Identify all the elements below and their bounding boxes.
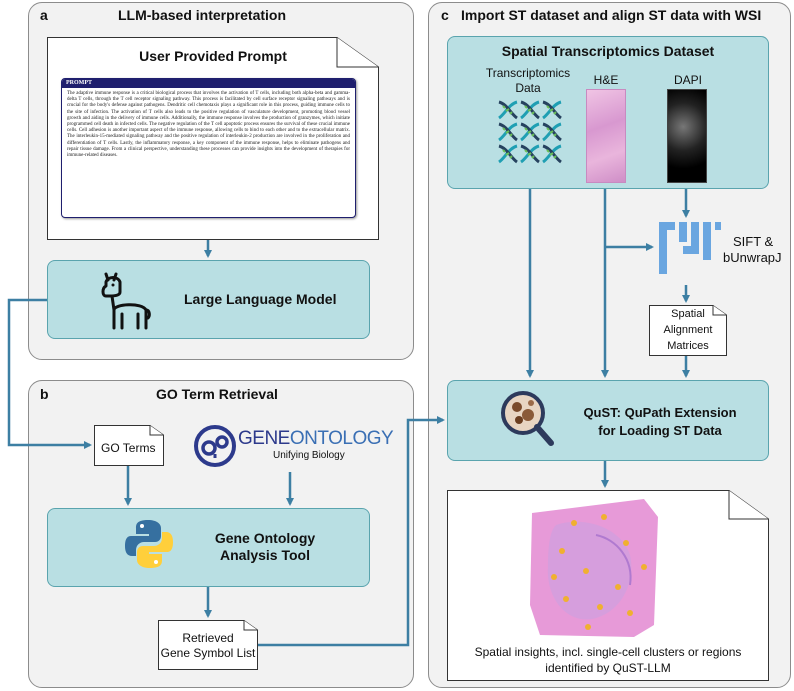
sift-label-2: bUnwrapJ [723,250,782,265]
panel-b-title: GO Term Retrieval [156,386,278,402]
insights-label-2: identified by QuST-LLM [545,661,671,675]
python-logo-icon [125,520,173,568]
magnifier-icon [501,391,554,446]
go-analysis-tool-label-2: Analysis Tool [220,547,310,563]
panel-b-letter: b [40,386,49,402]
arrow-llm-to-go-terms [7,298,92,449]
insights-label-1: Spatial insights, incl. single-cell clus… [474,645,742,659]
transcriptomics-label-1: Transcriptomics [485,66,571,80]
panel-a-letter: a [40,7,48,23]
geneontology-logo-gene: GENE [238,428,290,449]
go-terms-label: GO Terms [101,441,156,455]
prompt-card-text: The adaptive immune response is a critic… [67,91,350,159]
qust-label-1: QuST: QuPath Extension [583,405,737,420]
dapi-label: DAPI [673,73,702,87]
geneontology-logo-text: GENEONTOLOGY [238,428,394,450]
matrices-label-1: Spatial [671,308,705,320]
retrieved-label-2: Gene Symbol List [160,646,256,660]
geneontology-logo-ontology: ONTOLOGY [289,428,394,449]
matrices-label-3: Matrices [667,340,709,352]
panel-a-title: LLM-based interpretation [118,7,287,23]
llama-icon [101,272,151,330]
prompt-card-header: PROMPT [62,79,355,88]
st-dataset-title: Spatial Transcriptomics Dataset [501,43,715,59]
tissue-clusters-image [530,499,658,637]
geneontology-logo-tagline: Unifying Biology [273,450,345,461]
llm-label: Large Language Model [184,291,337,307]
prompt-document-title: User Provided Prompt [139,48,287,64]
he-label: H&E [593,73,619,87]
go-analysis-tool-box [47,508,370,587]
go-terms-document [94,425,164,466]
retrieved-label-1: Retrieved [182,631,234,645]
transcriptomics-label-2: Data [515,81,541,95]
go-analysis-tool-label-1: Gene Ontology [214,530,316,546]
alignment-matrices-document [649,305,727,356]
llm-box [47,260,370,339]
fiji-logo-icon [659,222,721,274]
arrow-gene-list-to-qust [258,416,445,647]
geneontology-logo-icon [194,425,236,467]
retrieved-gene-list-document [158,620,258,670]
matrices-label-2: Alignment [663,324,713,336]
panel-c-letter: c [441,7,449,23]
he-image-thumbnail [586,89,626,183]
dapi-image-thumbnail [667,89,707,183]
qust-label-2: for Loading ST Data [598,423,722,438]
qust-box [447,380,769,461]
prompt-card-header-label: PROMPT [66,80,92,86]
sift-label-1: SIFT & [733,234,774,249]
prompt-card: PROMPT The adaptive immune response is a… [61,78,356,218]
panel-c-title: Import ST dataset and align ST data with… [461,7,762,23]
